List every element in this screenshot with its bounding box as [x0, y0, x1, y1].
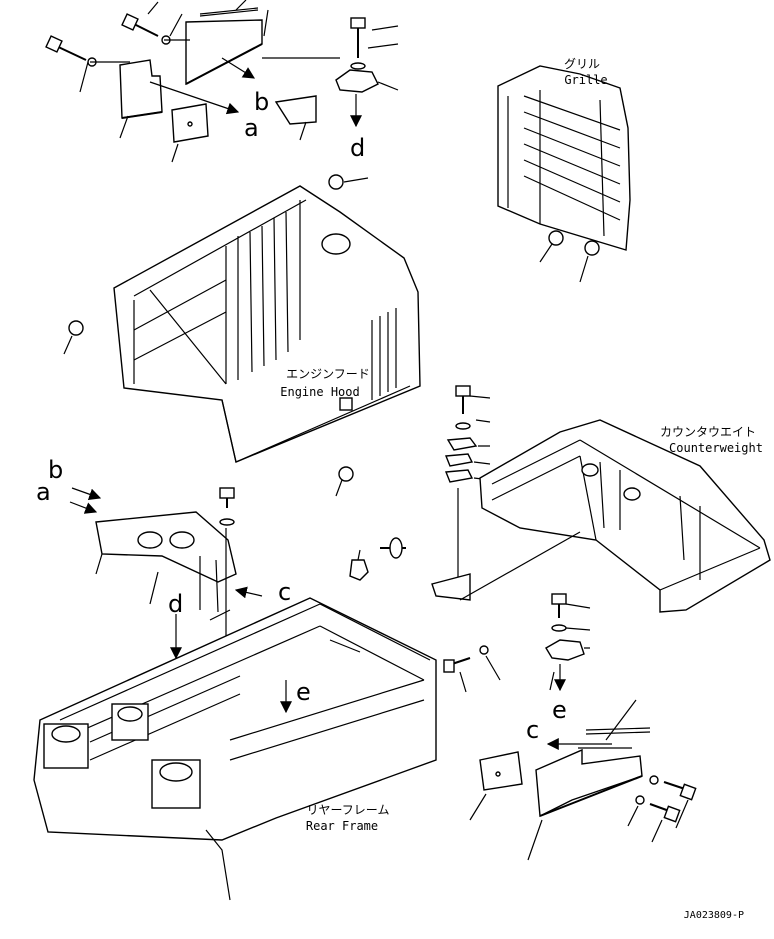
bottom-bracket-assembly: e c: [469, 593, 697, 861]
counterweight-label-jp: カウンタウエイト: [660, 425, 756, 439]
grille-part: グリル Grille: [497, 57, 631, 283]
rear-frame-label-en: Rear Frame: [306, 819, 378, 833]
callout-d: d: [350, 134, 365, 162]
top-bracket-assembly: b a d: [45, 0, 399, 163]
bolt-icon: [443, 645, 501, 693]
cover-plate: [119, 59, 163, 119]
grommet-icon: [328, 174, 344, 190]
hood-label-jp: エンジンフード: [286, 367, 370, 381]
callout-b: b: [254, 88, 269, 116]
bolt-icon: [663, 781, 697, 801]
grille-label-jp: グリル: [564, 57, 600, 71]
callout-b-left: b: [48, 456, 63, 484]
rear-frame-label-jp: リヤーフレーム: [307, 803, 390, 817]
callout-d-frame: d: [168, 590, 183, 618]
bolt-icon: [121, 13, 159, 37]
callout-a-left: a: [36, 478, 51, 506]
washer-icon: [635, 795, 645, 805]
grommet-icon: [584, 240, 600, 256]
counterweight-part: カウンタウエイト Counterweight: [459, 419, 771, 613]
counterweight-label-en: Counterweight: [669, 441, 763, 455]
callout-e-right: e: [552, 696, 567, 724]
grommet-icon: [68, 320, 84, 336]
center-fastener-stack: [431, 385, 491, 601]
callout-a: a: [244, 114, 259, 142]
callout-c: c: [278, 578, 291, 606]
drawing-id: JA023809-P: [684, 910, 744, 921]
bolt-icon: [45, 35, 87, 61]
rear-frame-part: d e リヤーフレーム Rear Frame: [33, 590, 437, 901]
rubber-pad: [479, 751, 523, 791]
callout-c-right: c: [526, 716, 539, 744]
nut-icon: [349, 549, 369, 581]
bolt-icon: [649, 803, 681, 823]
grille-label-en: Grille: [564, 73, 607, 87]
callout-e-frame: e: [296, 678, 311, 706]
grommet-icon: [338, 466, 354, 482]
grommet-icon: [548, 230, 564, 246]
bolt-icon: [380, 537, 406, 559]
washer-icon: [649, 775, 659, 785]
wedge-pad: [274, 95, 317, 125]
left-mounting-bracket: b a c: [36, 456, 291, 613]
hood-label-en: Engine Hood: [280, 385, 359, 399]
engine-hood-part: エンジンフード Engine Hood: [63, 174, 421, 497]
clamp-bracket: [335, 17, 379, 93]
triangle-bracket: [185, 19, 263, 86]
